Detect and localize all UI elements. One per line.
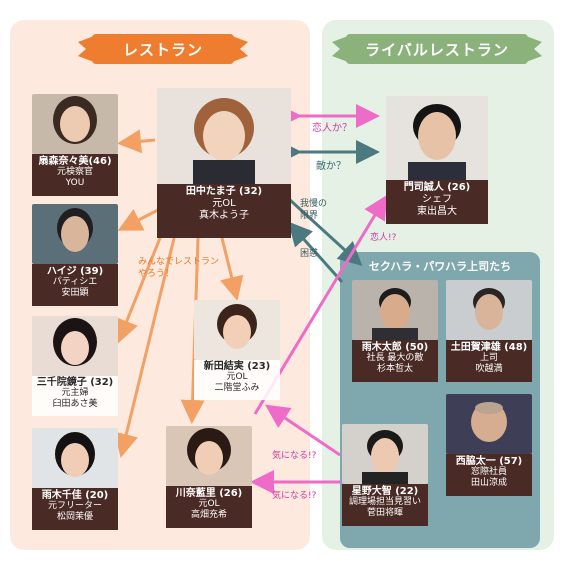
character-actor: 二階堂ふみ [214,383,260,393]
character-card-haiji[interactable]: ハイジ (39) パティシエ 安田顕 [32,204,118,306]
character-actor: 杉本哲太 [376,364,413,374]
character-role: 元フリーター [47,501,102,511]
arrow-tamako-chika [114,221,180,458]
portrait-photo [342,424,428,484]
character-card-hoshino[interactable]: 星野大智 (22) 調理場担当見習い 菅田将暉 [342,424,428,526]
character-name: 西脇太一 (57) [455,456,523,467]
character-name: 三千院鏡子 (32) [36,377,114,388]
koibito2-annotation: 恋人!? [370,233,397,243]
character-name: 門司誠人 (26) [403,182,471,193]
character-name: 川奈藍里 (26) [175,488,243,499]
character-role: パティシエ [52,277,98,287]
character-role: 上司 [479,353,498,363]
teki-annotation: 敵か？ [316,161,346,172]
character-card-amaki-chika[interactable]: 雨木千佳 (20) 元フリーター 松岡茉優 [32,428,118,530]
character-card-amaki-taro[interactable]: 雨木太郎 (50) 社長 最大の敵 杉本哲太 [352,280,438,382]
character-label: 西脇太一 (57) 窓際社員 田山涼成 [446,454,532,496]
character-actor: 吹越満 [475,364,503,374]
portrait-photo [194,300,280,360]
minna-annotation: みんなでレストランやろう！ [138,257,220,279]
character-name: 雨木千佳 (20) [41,490,109,501]
banner-ribbon-shape [332,34,542,64]
character-label: 土田賀津雄 (48) 上司 吹越満 [446,340,532,382]
portrait-photo [32,316,118,376]
character-name: 雨木太郎 (50) [361,342,429,353]
portrait-photo [446,394,532,454]
character-label: 雨木太郎 (50) 社長 最大の敵 杉本哲太 [352,340,438,382]
character-actor: 松岡茉優 [56,512,93,522]
character-actor: 真木よう子 [199,210,249,221]
character-card-sanzenin[interactable]: 三千院鏡子 (32) 元主婦 臼田あさ美 [32,316,118,416]
character-name: 星野大智 (22) [351,486,419,497]
harassment-bosses-title: セクハラ・パワハラ上司たち [368,260,512,273]
portrait-photo [166,426,252,486]
character-card-nishiwaki[interactable]: 西脇太一 (57) 窓際社員 田山涼成 [446,394,532,496]
character-role: シェフ [422,194,452,205]
portrait-photo [32,204,118,264]
portrait-photo [386,96,488,180]
character-name: 土田賀津雄 (48) [450,342,528,353]
arrow-tamako-sanzenin [115,217,170,344]
character-label: ハイジ (39) パティシエ 安田顕 [32,264,118,306]
gaman-annotation: 我慢の限界 [300,199,328,221]
arrow-konwaku [288,221,344,283]
character-role: 元OL [198,499,220,509]
arrow-tamako-ougimori [117,129,156,154]
restaurant-banner: レストラン [78,32,248,66]
character-actor: 高畑充希 [190,510,227,520]
arrow-gaman [288,198,363,267]
rival-restaurant-banner-label: ライバルレストラン [365,40,509,59]
character-card-monji[interactable]: 門司誠人 (26) シェフ 東出昌大 [386,96,488,224]
character-card-hijikata[interactable]: 土田賀津雄 (48) 上司 吹越満 [446,280,532,382]
rival-restaurant-banner: ライバルレストラン [332,32,542,66]
arrow-tamako-nitta [220,237,244,301]
character-label: 雨木千佳 (20) 元フリーター 松岡茉優 [32,488,118,530]
character-actor: YOU [65,178,85,188]
character-label: 扇森奈々美(46) 元検察官 YOU [32,154,118,196]
portrait-photo [32,94,118,154]
character-card-ougimori[interactable]: 扇森奈々美(46) 元検察官 YOU [32,94,118,196]
character-actor: 臼田あさ美 [52,399,98,409]
character-role: 調理場担当見習い [348,497,421,507]
arrow-kininaru1 [265,404,341,457]
character-card-kawana[interactable]: 川奈藍里 (26) 元OL 高畑充希 [166,426,252,528]
character-label: 川奈藍里 (26) 元OL 高畑充希 [166,486,252,528]
character-name: 扇森奈々美(46) [38,156,112,167]
character-label: 田中たま子 (32) 元OL 真木よう子 [157,184,291,238]
character-role: 元OL [212,198,236,209]
character-actor: 東出昌大 [417,206,457,217]
character-name: 田中たま子 (32) [185,186,263,197]
portrait-photo [352,280,438,340]
character-label: 三千院鏡子 (32) 元主婦 臼田あさ美 [32,376,118,416]
arrow-tamako-haiji [117,208,159,231]
konwaku-annotation: 困惑 [300,249,319,259]
character-role: 社長 最大の敵 [366,353,424,363]
kininaru1-annotation: 気になる!? [272,451,317,461]
character-card-tamako[interactable]: 田中たま子 (32) 元OL 真木よう子 [157,88,291,238]
character-actor: 田山涼成 [470,478,507,488]
character-actor: 菅田将暉 [366,508,403,518]
character-role: 元検察官 [56,167,93,177]
character-label: 星野大智 (22) 調理場担当見習い 菅田将暉 [342,484,428,526]
character-role: 元OL [226,372,248,382]
koibito-annotation: 恋人か？ [312,123,352,134]
character-label: 新田結実 (23) 元OL 二階堂ふみ [194,360,280,400]
kininaru2-annotation: 気になる!? [272,491,317,501]
character-actor: 安田顕 [61,288,89,298]
character-name: ハイジ (39) [46,266,104,277]
character-card-nitta[interactable]: 新田結実 (23) 元OL 二階堂ふみ [194,300,280,400]
character-label: 門司誠人 (26) シェフ 東出昌大 [386,180,488,224]
banner-ribbon-shape [78,34,248,64]
character-role: 窓際社員 [470,467,507,477]
portrait-photo [157,88,291,184]
portrait-photo [32,428,118,488]
character-role: 元主婦 [61,388,89,398]
restaurant-banner-label: レストラン [122,40,203,59]
character-name: 新田結実 (23) [203,361,271,372]
portrait-photo [446,280,532,340]
